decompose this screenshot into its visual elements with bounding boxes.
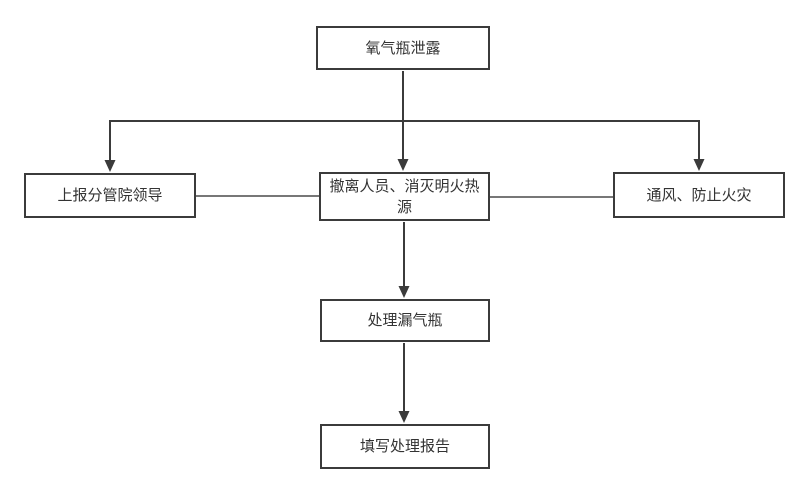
node-report-to-leaders: 上报分管院领导 bbox=[24, 173, 196, 218]
node-fill-processing-report-label: 填写处理报告 bbox=[359, 438, 450, 455]
edge-evacuate-to-handle-arrow-icon bbox=[398, 286, 410, 298]
node-oxygen-cylinder-leak: 氧气瓶泄露 bbox=[316, 26, 490, 70]
node-ventilate-prevent-fire-label: 通风、防止火灾 bbox=[646, 186, 752, 204]
node-evacuate-eliminate-flames-label: 撤离人员、消灭明火热源 bbox=[329, 177, 480, 216]
node-handle-leaking-cylinder-label: 处理漏气瓶 bbox=[367, 312, 443, 329]
edge-start-to-ventilate-arrow-icon bbox=[693, 159, 705, 171]
edge-start-to-report-arrow-icon bbox=[104, 160, 116, 172]
node-evacuate-eliminate-flames: 撤离人员、消灭明火热源 bbox=[319, 172, 490, 221]
node-oxygen-cylinder-leak-label: 氧气瓶泄露 bbox=[365, 39, 441, 57]
node-ventilate-prevent-fire: 通风、防止火灾 bbox=[613, 172, 785, 218]
node-report-to-leaders-label: 上报分管院领导 bbox=[57, 187, 163, 204]
edge-start-to-evacuate-arrow-icon bbox=[397, 159, 409, 171]
edge-handle-to-final-arrow-icon bbox=[398, 411, 410, 423]
node-fill-processing-report: 填写处理报告 bbox=[320, 424, 490, 469]
node-handle-leaking-cylinder: 处理漏气瓶 bbox=[320, 299, 490, 342]
